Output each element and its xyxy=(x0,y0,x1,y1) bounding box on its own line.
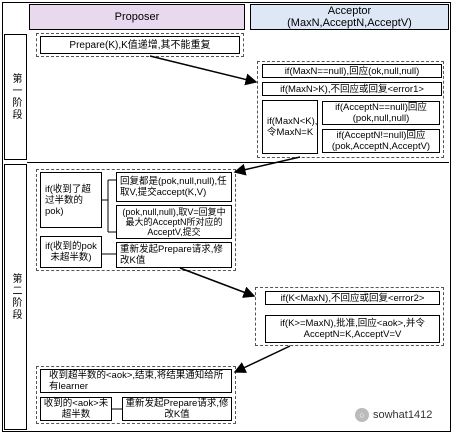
cond-not-majority-pok-text: if(收到的pok未超半数) xyxy=(45,241,97,263)
acceptor-accept-text: if(K>=MaxN),批准,回应<aok>,并令AcceptN=K,Accep… xyxy=(280,318,425,340)
all-null-submit-text: 回复都是(pok,null,null),任取V,提交accept(K,V) xyxy=(120,176,227,198)
acceptor-case-maxn-less: if(MaxN<K),令MaxN=K xyxy=(262,100,318,154)
acceptor-reject-box: if(K<MaxN),不回应或回复<error2> xyxy=(265,291,440,305)
final-restart-prepare-text: 重新发起Prepare请求,修改K值 xyxy=(125,398,229,420)
arrow-accept-to-acceptor xyxy=(179,267,256,298)
arrow-aok-to-proposer xyxy=(233,345,291,373)
acceptor-reject-text: if(K<MaxN),不回应或回复<error2> xyxy=(280,292,425,304)
proposer-header-text: Proposer xyxy=(114,11,160,23)
final-restart-prepare: 重新发起Prepare请求,修改K值 xyxy=(122,397,232,421)
cond-not-majority-pok: if(收到的pok未超半数) xyxy=(40,236,102,268)
acceptor-case-maxn-null-text: if(MaxN==null),回应(ok,null,null) xyxy=(284,65,420,77)
arrow-prepare-to-acceptor xyxy=(149,55,258,86)
acceptor-case-maxn-less-text: if(MaxN<K),令MaxN=K xyxy=(267,116,318,138)
take-max-submit-text: (pok,null,null),取V=回复中最大的AcceptN所对应的Acce… xyxy=(122,207,226,237)
acceptor-header-text: Acceptor (MaxN,AcceptN,AcceptV) xyxy=(287,5,412,29)
acceptor-case-maxn-null: if(MaxN==null),回应(ok,null,null) xyxy=(262,64,442,78)
restart-prepare-text: 重新发起Prepare请求,修改K值 xyxy=(120,244,223,266)
condition-bracket xyxy=(102,179,116,255)
wechat-logo-icon: ○ xyxy=(355,408,369,422)
phase1-lane: 第一阶段 xyxy=(4,34,27,160)
final-majority-aok-text: 收到超半数的<aok>,结束,将结果通知给所有learner xyxy=(49,370,224,392)
final-majority-aok: 收到超半数的<aok>,结束,将结果通知给所有learner xyxy=(40,369,232,393)
final-connector xyxy=(112,408,122,410)
final-not-majority-aok-text: 收到的<aok>未超半数 xyxy=(43,398,109,420)
all-null-submit: 回复都是(pok,null,null),任取V,提交accept(K,V) xyxy=(116,172,232,202)
acceptor-case-acceptn-null-text: if(AcceptN==null)回应(pok,null,null) xyxy=(335,102,427,124)
phase-divider xyxy=(27,162,449,163)
cond-majority-pok-text: if(收到了超过半数的pok) xyxy=(45,183,91,217)
cond-majority-pok: if(收到了超过半数的pok) xyxy=(40,172,102,228)
take-max-submit: (pok,null,null),取V=回复中最大的AcceptN所对应的Acce… xyxy=(116,205,232,239)
prepare-request-text: Prepare(K),K值递增,其不能重复 xyxy=(69,39,211,51)
final-not-majority-aok: 收到的<aok>未超半数 xyxy=(40,397,112,421)
acceptor-case-acceptn-set-text: if(AcceptN!=null)回应(pok,AcceptN,AcceptV) xyxy=(331,130,431,152)
acceptor-accept-box: if(K>=MaxN),批准,回应<aok>,并令AcceptN=K,Accep… xyxy=(265,315,440,343)
phase2-label: 第二阶段 xyxy=(10,273,21,321)
acceptor-case-acceptn-null: if(AcceptN==null)回应(pok,null,null) xyxy=(322,101,440,125)
phase1-label: 第一阶段 xyxy=(10,73,21,121)
acceptor-header: Acceptor (MaxN,AcceptN,AcceptV) xyxy=(250,4,449,30)
watermark: ○ sowhat1412 xyxy=(355,408,432,422)
restart-prepare: 重新发起Prepare请求,修改K值 xyxy=(116,242,232,268)
acceptor-case-acceptn-set: if(AcceptN!=null)回应(pok,AcceptN,AcceptV) xyxy=(322,129,440,153)
acceptor-case-maxn-greater-text: if(MaxN>K),不回应或回复<error1> xyxy=(280,83,424,95)
acceptor-case-maxn-greater: if(MaxN>K),不回应或回复<error1> xyxy=(262,82,442,96)
arrow-promise-to-proposer xyxy=(233,156,301,176)
phase2-lane: 第二阶段 xyxy=(4,164,27,430)
prepare-request-box: Prepare(K),K值递增,其不能重复 xyxy=(40,36,240,54)
proposer-header: Proposer xyxy=(29,4,245,30)
watermark-text: sowhat1412 xyxy=(373,409,433,421)
